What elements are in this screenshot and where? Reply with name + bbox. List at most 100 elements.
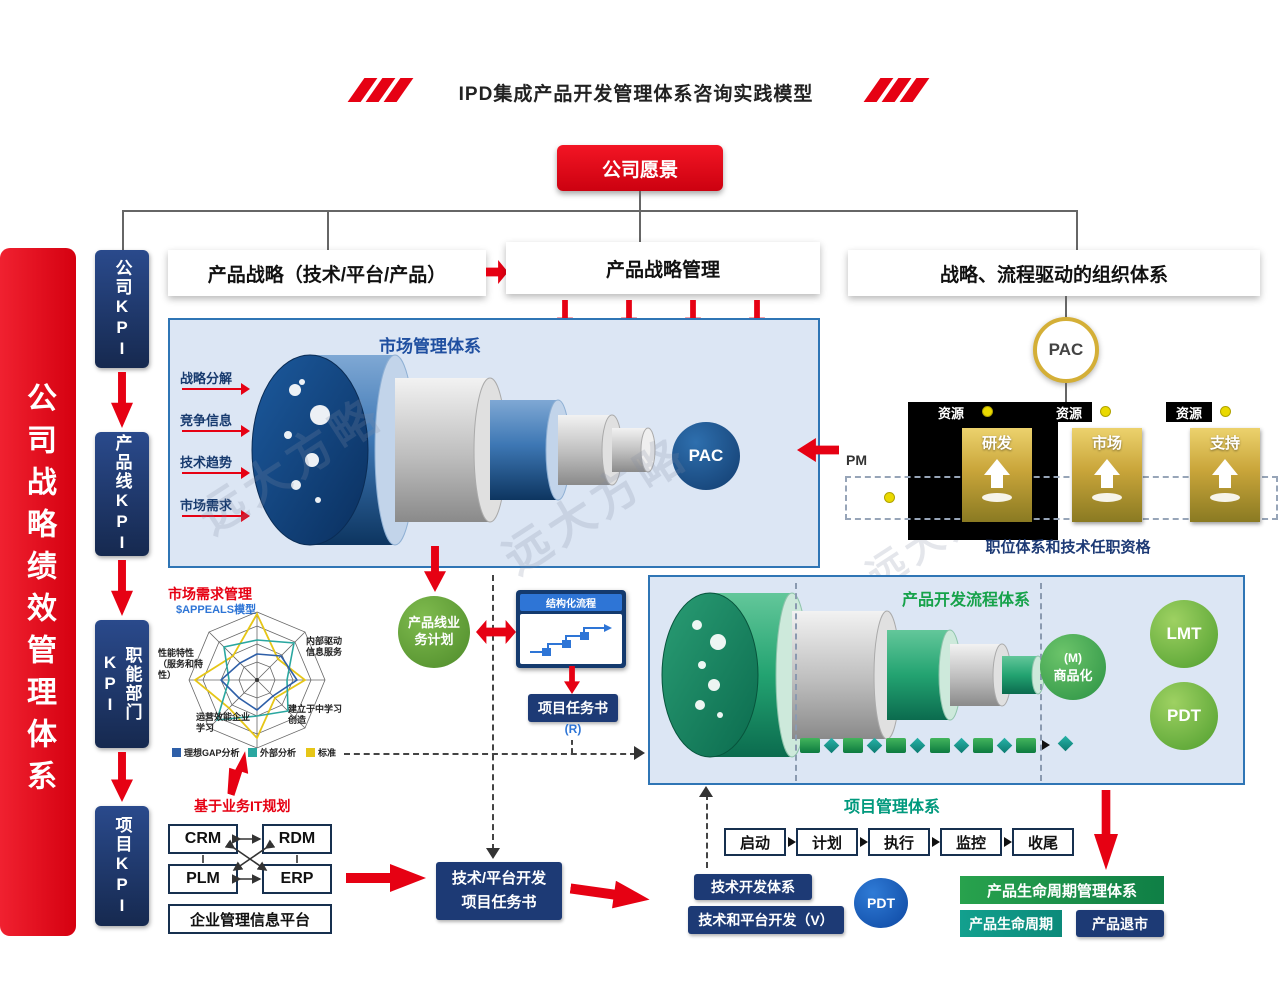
radar-label-left: 性能特性（服务和特性） bbox=[158, 648, 204, 680]
legend-label: 理想GAP分析 bbox=[184, 748, 240, 758]
kpi-company: 公司KPI bbox=[95, 250, 149, 368]
resource-chip: 资源 bbox=[1166, 402, 1212, 422]
org-caption: 职位体系和技术任职资格 bbox=[985, 539, 1151, 556]
market-funnel-graphic bbox=[251, 354, 656, 546]
phase-arrow-icon bbox=[1004, 837, 1012, 847]
pm-lane-dashed-box bbox=[845, 476, 1278, 520]
phase-initiate: 启动 bbox=[724, 828, 786, 856]
dashed-connector bbox=[344, 753, 636, 755]
title-slashes-right bbox=[863, 78, 930, 102]
phase-divider-dashed bbox=[1040, 583, 1042, 781]
dashed-connector bbox=[706, 794, 708, 868]
company-vision-box: 公司愿景 bbox=[557, 145, 723, 191]
radar-label-right: 内部驱动信息服务 bbox=[306, 636, 343, 657]
resource-dot-icon bbox=[1220, 406, 1231, 417]
project-mgmt-title: 项目管理体系 bbox=[843, 799, 940, 816]
radar-legend-item: 理想GAP分析 bbox=[172, 746, 240, 759]
plan-circle-label: 产品线业务计划 bbox=[407, 615, 460, 647]
mini-flow-box: 结构化流程 bbox=[516, 590, 626, 668]
radar-label-bottom-left: 运营效能企业学习 bbox=[196, 712, 251, 733]
plan-circle: 产品线业务计划 bbox=[398, 596, 470, 668]
lmt-circle: LMT bbox=[1150, 600, 1218, 668]
milestone-diamond-icon bbox=[867, 737, 883, 754]
up-arrow-icon bbox=[1190, 459, 1260, 502]
role-box-rd: 研发 bbox=[962, 428, 1032, 522]
legend-square-icon bbox=[306, 748, 315, 757]
tech-dev-system-box: 技术开发体系 bbox=[694, 874, 812, 900]
demand-title: 市场需求管理 bbox=[168, 586, 252, 602]
up-arrow-icon bbox=[962, 459, 1032, 502]
milestone-bar-icon bbox=[843, 738, 864, 753]
pm-label: PM bbox=[846, 452, 867, 468]
arrow-down-icon bbox=[111, 752, 133, 802]
resource-dot-icon bbox=[1100, 406, 1111, 417]
legend-square-icon bbox=[248, 748, 257, 757]
arrow-right-icon bbox=[346, 864, 426, 892]
m-label: (M) bbox=[1064, 650, 1082, 665]
header-product-strategy: 产品战略（技术/平台/产品） bbox=[168, 250, 486, 296]
double-arrow-icon bbox=[476, 620, 516, 644]
phase-close: 收尾 bbox=[1012, 828, 1074, 856]
mini-flow-title: 结构化流程 bbox=[520, 594, 622, 611]
kpi-project: 项目KPI bbox=[95, 806, 149, 926]
connector-line bbox=[327, 210, 329, 250]
legend-label: 外部分析 bbox=[260, 748, 297, 758]
milestone-diamond-icon bbox=[953, 737, 969, 754]
milestone-bar-icon bbox=[800, 738, 820, 753]
milestone-bar-icon bbox=[1015, 738, 1036, 753]
arrow-right-thin-icon bbox=[182, 467, 250, 479]
phase-arrow-icon bbox=[932, 837, 940, 847]
legend-label: 标准 bbox=[318, 748, 337, 758]
milestone-arrow-icon bbox=[1042, 740, 1050, 750]
demand-subtitle: $APPEALS模型 bbox=[176, 604, 257, 616]
header-org-system: 战略、流程驱动的组织体系 bbox=[848, 250, 1260, 296]
dev-funnel-graphic bbox=[661, 592, 1045, 758]
role-label: 研发 bbox=[981, 435, 1012, 452]
market-panel-title: 市场管理体系 bbox=[379, 337, 481, 356]
title-slashes-left bbox=[347, 78, 414, 102]
connector-line bbox=[1076, 210, 1078, 250]
tech-charter-line2: 项目任务书 bbox=[461, 894, 537, 911]
phase-monitor: 监控 bbox=[940, 828, 1002, 856]
milestone-bar-icon bbox=[886, 738, 907, 753]
arrow-right-thin-icon bbox=[182, 425, 250, 437]
lifecycle-mgmt-box: 产品生命周期管理体系 bbox=[960, 876, 1164, 904]
milestone-bar-icon bbox=[929, 738, 950, 753]
phase-plan: 计划 bbox=[796, 828, 858, 856]
dashed-arrowhead-icon bbox=[699, 786, 713, 797]
up-arrow-icon bbox=[1072, 459, 1142, 502]
connector-line bbox=[122, 210, 1078, 212]
phase-execute: 执行 bbox=[868, 828, 930, 856]
input-tech-trend: 技术趋势 bbox=[180, 455, 233, 470]
dashed-arrowhead-icon bbox=[634, 746, 645, 760]
input-strategy-decomp: 战略分解 bbox=[180, 371, 233, 386]
arrow-down-icon bbox=[111, 372, 133, 428]
lifecycle-retire-box: 产品退市 bbox=[1076, 910, 1164, 937]
phase-divider-dashed bbox=[795, 583, 797, 781]
role-box-support: 支持 bbox=[1190, 428, 1260, 522]
connector-line bbox=[639, 210, 641, 242]
pac-circle: PAC bbox=[672, 422, 740, 490]
arrow-right-thin-icon bbox=[182, 510, 250, 522]
input-market-demand: 市场需求 bbox=[180, 498, 233, 513]
arrow-down-icon bbox=[1094, 790, 1118, 870]
milestone-diamond-icon bbox=[996, 737, 1013, 754]
connector-line bbox=[122, 210, 124, 250]
role-box-market: 市场 bbox=[1072, 428, 1142, 522]
connector-line bbox=[1065, 296, 1067, 318]
milestone-diamond-icon bbox=[1057, 735, 1074, 752]
tech-platform-dev-box: 技术和平台开发（V） bbox=[688, 906, 844, 934]
radar-label-bottom-right: 建立于中学习创造 bbox=[288, 704, 343, 725]
milestone-diamond-icon bbox=[823, 737, 840, 754]
pdt-blue-circle: PDT bbox=[854, 878, 908, 928]
arrow-right-icon bbox=[568, 875, 651, 914]
connector-line bbox=[639, 191, 641, 211]
pm-dot-icon bbox=[884, 492, 895, 503]
commercialization-circle: (M) 商品化 bbox=[1040, 634, 1106, 700]
kpi-productline: 产品线KPI bbox=[95, 432, 149, 556]
resource-dot-icon bbox=[982, 406, 993, 417]
page-title: IPD集成产品开发管理体系咨询实践模型 bbox=[458, 84, 814, 105]
milestone-bar-icon bbox=[972, 738, 993, 753]
arrow-down-icon bbox=[111, 560, 133, 616]
legend-square-icon bbox=[172, 748, 181, 757]
